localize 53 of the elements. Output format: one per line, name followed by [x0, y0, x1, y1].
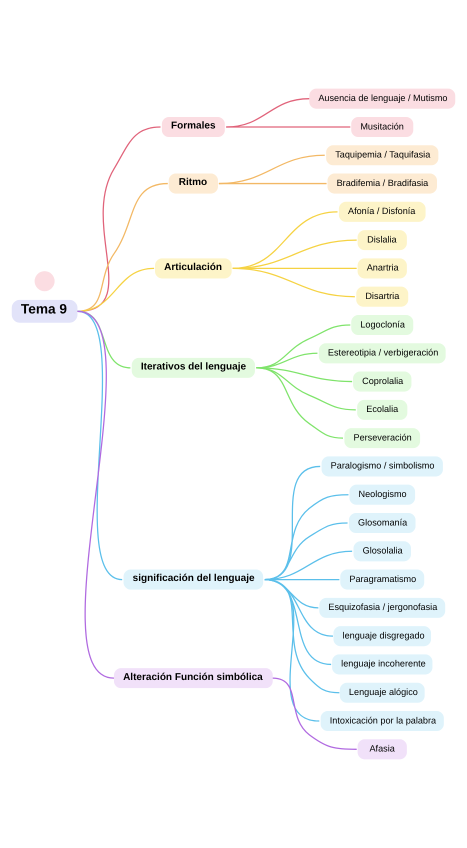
node-box: lenguaje incoherente	[332, 654, 432, 674]
connector	[232, 240, 357, 270]
node-box: Afonía / Disfonía	[338, 202, 426, 222]
node-box: Anartria	[358, 258, 407, 278]
node-box: Neologismo	[349, 484, 416, 505]
connector	[264, 578, 320, 722]
connector	[256, 367, 356, 410]
node-box: Coprolalia	[353, 372, 412, 392]
connector	[256, 367, 344, 439]
node-box: lenguaje disgregado	[333, 626, 432, 646]
connector	[226, 126, 350, 128]
node-box: Glosomanía	[348, 512, 416, 534]
node-box: Afasia	[358, 739, 407, 760]
node-box: Esquizofasia / jergonofasia	[319, 598, 446, 618]
node-box: Musitación	[351, 116, 414, 138]
node-box: Iterativos del lenguaje	[132, 358, 255, 378]
node-box: Paralogismo / simbolismo	[322, 456, 443, 476]
connector	[77, 182, 168, 312]
connector	[77, 126, 161, 312]
connector	[272, 678, 357, 750]
node-box: Paragramatismo	[340, 570, 424, 590]
node-box: Logoclonía	[351, 314, 414, 336]
connector	[256, 367, 352, 382]
node-box: Tema 9	[12, 300, 78, 323]
connector	[256, 324, 350, 369]
connector	[232, 268, 355, 298]
connector	[77, 268, 154, 312]
node-box: Disartria	[356, 286, 408, 307]
node-circle	[34, 271, 55, 292]
node-box: Intoxicación por la palabra	[320, 710, 444, 732]
node-box: Alteración Función simbólica	[114, 668, 273, 688]
node-box: significación del lenguaje	[124, 570, 264, 590]
node-box: Formales	[162, 116, 225, 138]
node-box: Lenguaje alógico	[340, 682, 425, 703]
node-box: Ritmo	[168, 174, 218, 194]
connector	[77, 310, 114, 679]
connector	[226, 98, 310, 128]
connector	[264, 494, 348, 580]
node-box: Ecolalia	[357, 400, 408, 420]
connector	[232, 211, 338, 270]
connector	[264, 522, 348, 580]
node-box: Estereotipia / verbigeración	[318, 343, 446, 364]
connector	[256, 352, 318, 369]
node-box: Bradifemia / Bradifasia	[328, 174, 437, 194]
connector	[218, 182, 327, 184]
node-box: Dislalia	[358, 230, 407, 250]
connector	[264, 578, 340, 694]
node-box: Perseveración	[344, 428, 420, 448]
node-box: Articulación	[155, 258, 232, 278]
connector	[77, 310, 130, 369]
node-box: Ausencia de lenguaje / Mutismo	[309, 88, 456, 109]
node-box: Glosolalia	[354, 541, 411, 562]
node-box: Taquipemia / Taquifasia	[326, 145, 438, 166]
